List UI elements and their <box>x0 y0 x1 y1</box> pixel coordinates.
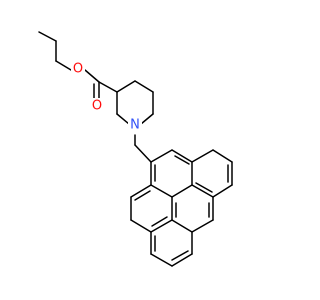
bond-pyr-inner-5 <box>134 190 151 201</box>
bond-ch2-ester-o <box>55 60 72 71</box>
ester-oxygen-label: O <box>73 62 83 77</box>
bond-pyr-5 <box>150 184 173 198</box>
bond-pyr-2 <box>171 149 193 163</box>
bond-pyr-14 <box>130 219 152 233</box>
atom-labels: O O N <box>71 61 142 133</box>
carbonyl-oxygen-label: O <box>92 99 102 114</box>
bond-pip-4 <box>140 113 154 125</box>
bond-pip-5 <box>116 113 130 125</box>
molecule-structure: O O N <box>38 31 233 267</box>
bond-pyr-22 <box>171 253 193 267</box>
carbonyl-o-label-bg <box>90 98 104 114</box>
bond-ch2-pyrene <box>134 144 152 163</box>
bond-pyr-inner-6 <box>151 216 168 227</box>
bond-pyr-inner-4 <box>195 182 213 193</box>
bond-pyr-inner-1 <box>174 155 190 165</box>
pyrene-system <box>130 149 233 267</box>
piperidine-ring <box>116 80 154 125</box>
bond-pyr-7 <box>191 149 214 163</box>
bond-pyr-15 <box>150 219 173 233</box>
bond-carbonyl-c-ring <box>98 81 118 93</box>
bond-pyr-inner-10 <box>171 250 189 261</box>
ring-nitrogen-label: N <box>130 118 140 133</box>
bond-pyr-18 <box>191 219 214 233</box>
bond-pyr-4 <box>171 184 193 198</box>
bond-ethyl-ch3 <box>38 31 57 42</box>
ethyl-group <box>38 31 72 71</box>
bond-pyr-12 <box>130 184 152 198</box>
methylene-linker <box>134 134 152 163</box>
bond-pyr-17 <box>171 219 193 233</box>
bond-pip-2 <box>134 80 154 93</box>
bond-pyr-1 <box>150 149 173 163</box>
bond-pip-1 <box>116 80 136 93</box>
ester-group <box>84 69 118 100</box>
bond-pyr-21 <box>150 253 173 267</box>
bond-pyr-11 <box>191 184 214 198</box>
bond-pyr-10 <box>212 184 233 198</box>
ring-n-label-bg <box>128 117 142 133</box>
ester-o-label-bg <box>71 61 85 77</box>
bond-ester-o-carbonyl-c <box>84 69 100 83</box>
bond-pyr-8 <box>212 149 233 163</box>
molecule-canvas: O O N <box>38 31 233 267</box>
